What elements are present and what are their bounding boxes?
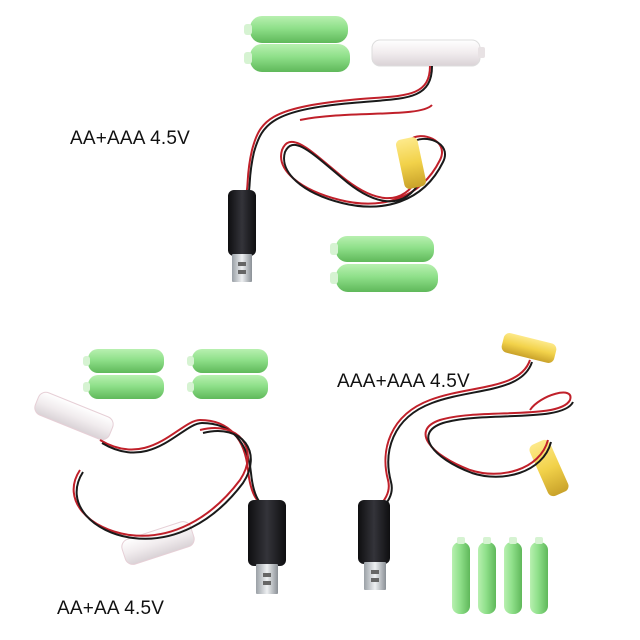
battery-aaa [504, 537, 522, 614]
set-aa-aaa [228, 16, 485, 292]
product-label-aaa-aaa: AAA+AAA 4.5V [337, 371, 470, 392]
battery-aaa [452, 537, 470, 614]
product-label-aa-aa: AA+AA 4.5V [57, 598, 165, 619]
dummy-aaa-battery [395, 137, 427, 189]
battery-aa [244, 44, 350, 72]
dummy-aa-battery [121, 521, 195, 565]
dummy-aa-battery [371, 39, 485, 67]
battery-aaa [478, 537, 496, 614]
battery-aa [330, 236, 434, 262]
battery-aa [83, 375, 164, 399]
battery-aa [244, 16, 348, 43]
dummy-aa-battery [34, 391, 114, 441]
set-aa-aa [34, 349, 286, 594]
dummy-aaa-battery [529, 439, 569, 497]
battery-aa [330, 264, 438, 292]
product-label-aa-aaa: AA+AAA 4.5V [70, 128, 190, 149]
battery-aaa [530, 537, 548, 614]
set-aaa-aaa [358, 333, 574, 614]
usb-plug [228, 190, 256, 282]
battery-aa [83, 349, 164, 373]
usb-plug [358, 500, 390, 590]
dummy-aaa-battery [501, 333, 557, 363]
usb-plug [248, 500, 286, 594]
battery-aa [187, 349, 268, 373]
battery-aa [187, 375, 268, 399]
